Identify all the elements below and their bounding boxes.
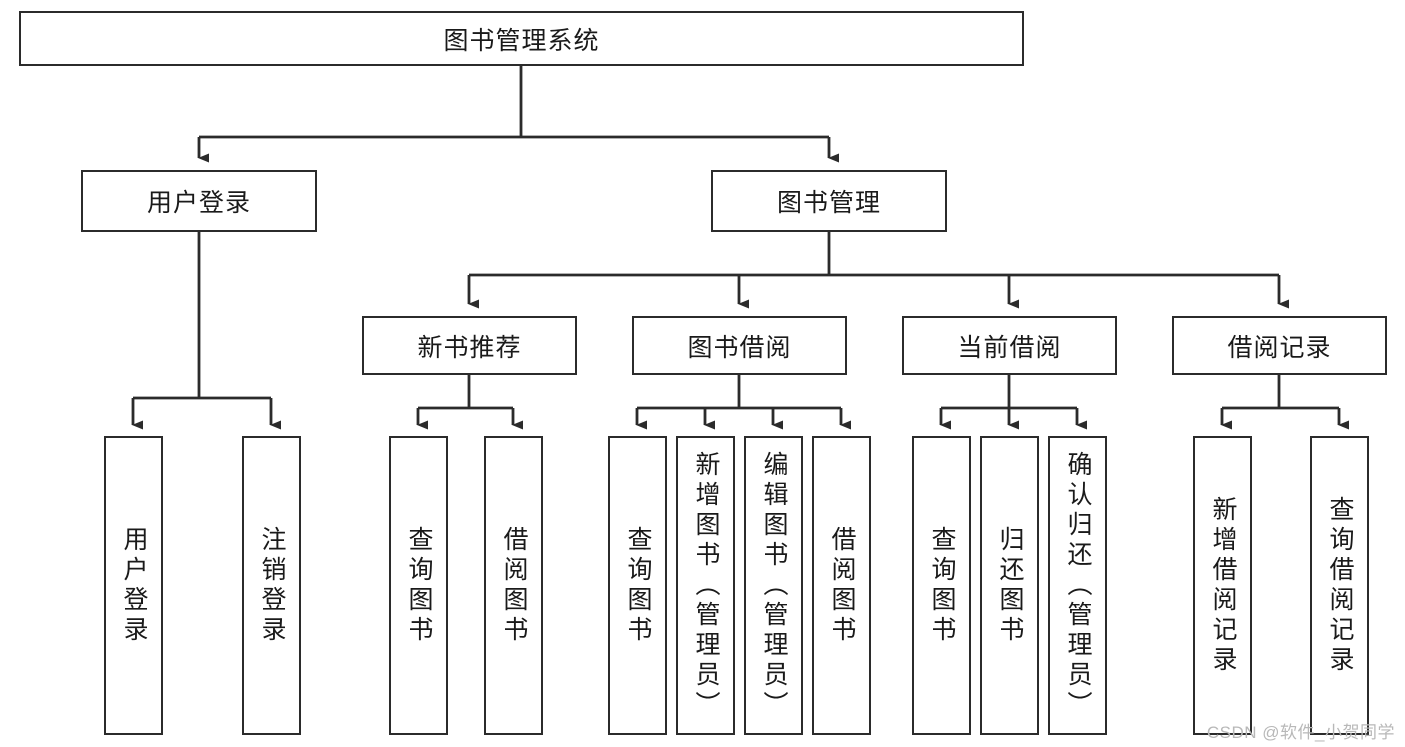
node-user-login[interactable]: 用户登录	[81, 170, 317, 232]
leaf-current-borrow-return[interactable]: 归还图书	[980, 436, 1039, 735]
node-label: 编辑图书（管理员）	[760, 450, 788, 721]
node-label: 图书管理系统	[443, 26, 600, 55]
node-label: 查询图书	[624, 525, 652, 646]
leaf-book-borrow-query[interactable]: 查询图书	[608, 436, 667, 735]
leaf-current-borrow-confirm-return[interactable]: 确认归还（管理员）	[1048, 436, 1107, 735]
node-label: 新书推荐	[417, 333, 522, 362]
leaf-new-book-query[interactable]: 查询图书	[389, 436, 448, 735]
node-label: 新增图书（管理员）	[692, 450, 720, 721]
leaf-user-login-login[interactable]: 用户登录	[104, 436, 163, 735]
node-label: 当前借阅	[957, 333, 1062, 362]
leaf-book-borrow-borrow[interactable]: 借阅图书	[812, 436, 871, 735]
node-label: 借阅图书	[828, 525, 856, 646]
leaf-user-login-logout[interactable]: 注销登录	[242, 436, 301, 735]
node-label: 用户登录	[146, 189, 251, 217]
node-label: 查询借阅记录	[1326, 495, 1354, 676]
node-label: 查询图书	[928, 525, 956, 646]
watermark-text: CSDN @软件_小贺同学	[1206, 723, 1395, 742]
leaf-current-borrow-query[interactable]: 查询图书	[912, 436, 971, 735]
leaf-borrow-record-add[interactable]: 新增借阅记录	[1193, 436, 1252, 735]
node-label: 用户登录	[120, 525, 148, 646]
node-borrow-record[interactable]: 借阅记录	[1172, 316, 1387, 375]
leaf-book-borrow-add[interactable]: 新增图书（管理员）	[676, 436, 735, 735]
node-book-borrow[interactable]: 图书借阅	[632, 316, 847, 375]
node-label: 图书管理	[776, 189, 881, 217]
node-new-book-recommend[interactable]: 新书推荐	[362, 316, 577, 375]
node-label: 注销登录	[258, 525, 286, 646]
node-root-book-management-system[interactable]: 图书管理系统	[19, 11, 1024, 66]
leaf-new-book-borrow[interactable]: 借阅图书	[484, 436, 543, 735]
leaf-borrow-record-query[interactable]: 查询借阅记录	[1310, 436, 1369, 735]
node-current-borrow[interactable]: 当前借阅	[902, 316, 1117, 375]
node-label: 确认归还（管理员）	[1064, 450, 1092, 721]
node-book-management[interactable]: 图书管理	[711, 170, 947, 232]
node-label: 借阅图书	[500, 525, 528, 646]
node-label: 新增借阅记录	[1209, 495, 1237, 676]
node-label: 图书借阅	[687, 333, 792, 362]
leaf-book-borrow-edit[interactable]: 编辑图书（管理员）	[744, 436, 803, 735]
node-label: 归还图书	[996, 525, 1024, 646]
node-label: 借阅记录	[1227, 333, 1332, 362]
node-label: 查询图书	[405, 525, 433, 646]
